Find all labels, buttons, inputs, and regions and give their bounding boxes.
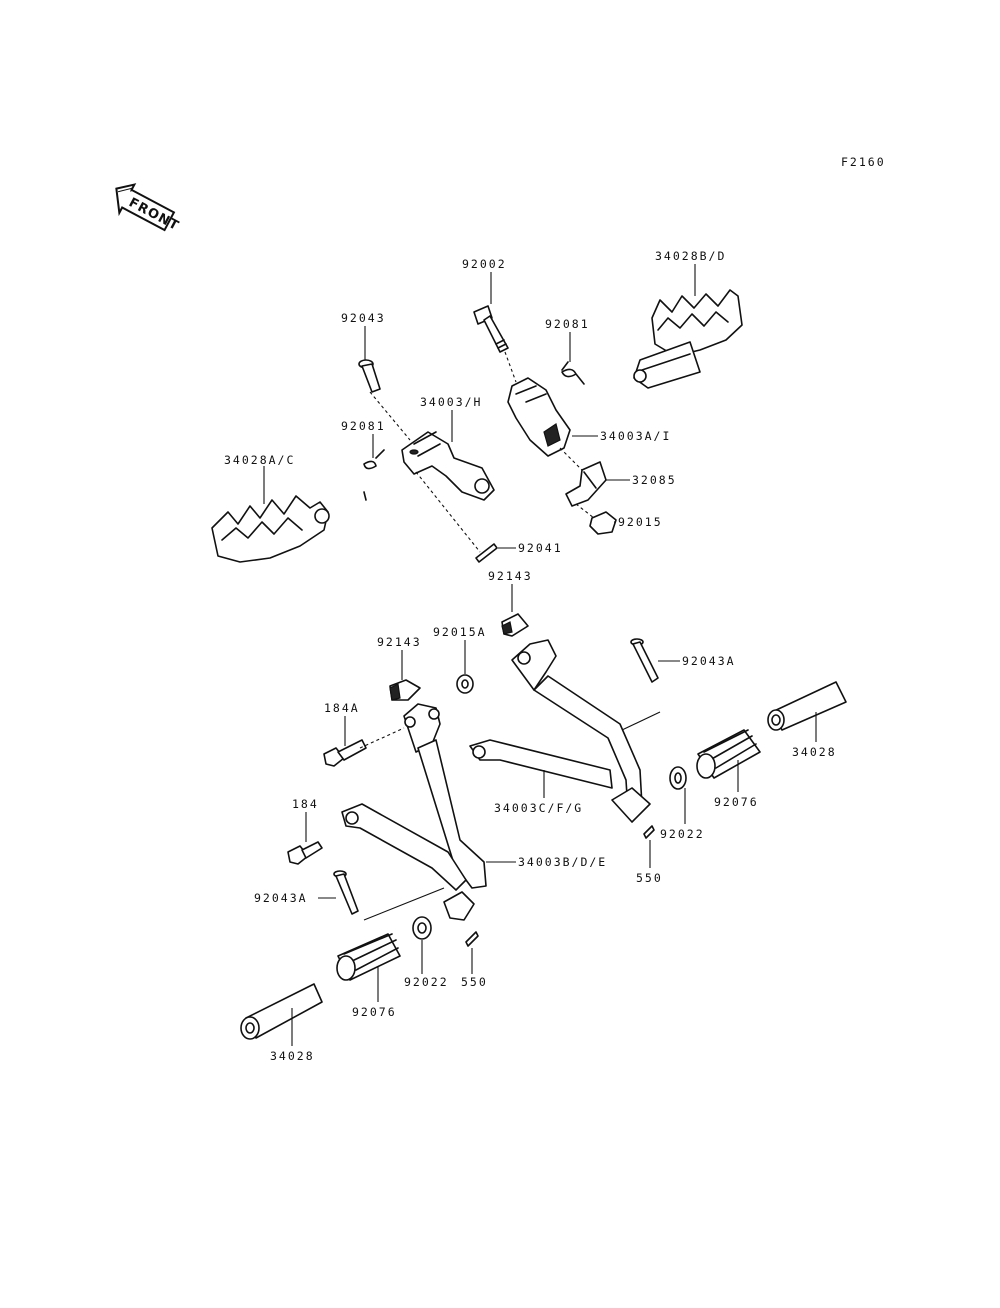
label-34028bd: 34028B/D xyxy=(655,249,726,263)
label-92002: 92002 xyxy=(462,257,507,271)
figure-code: F2160 xyxy=(841,155,886,169)
label-92043: 92043 xyxy=(341,311,386,325)
rubber-92076-left-shape xyxy=(336,933,401,981)
bolt-184-shape xyxy=(287,841,323,865)
clip-92143-left-shape xyxy=(389,679,421,701)
label-34028ac: 34028A/C xyxy=(224,453,295,467)
frame-34003bde-shape xyxy=(341,703,487,921)
pin-92043-shape xyxy=(358,359,381,393)
label-184: 184 xyxy=(292,797,319,811)
label-92041: 92041 xyxy=(518,541,563,555)
label-92081-top: 92081 xyxy=(545,317,590,331)
bracket-34003ai-shape xyxy=(507,377,571,457)
footpeg-34028ac-shape xyxy=(211,495,330,563)
washer-92022-right-shape xyxy=(669,766,687,790)
pin-92043a-left-shape xyxy=(333,870,359,915)
label-92015: 92015 xyxy=(618,515,663,529)
label-34028-right: 34028 xyxy=(792,745,837,759)
clip-92143-top-shape xyxy=(501,613,529,637)
label-34028-left: 34028 xyxy=(270,1049,315,1063)
label-550-right: 550 xyxy=(636,871,663,885)
cotter-pin-92041-shape xyxy=(475,543,498,563)
bracket-32085-shape xyxy=(565,461,607,507)
label-34003cfg: 34003C/F/G xyxy=(494,801,583,815)
cotter-550-left-shape xyxy=(465,931,479,947)
rubber-92076-right-shape xyxy=(696,729,761,779)
label-92143-top: 92143 xyxy=(488,569,533,583)
label-92081-left: 92081 xyxy=(341,419,386,433)
label-184a: 184A xyxy=(324,701,360,715)
cotter-550-right-shape xyxy=(643,825,655,839)
pin-34028-left-shape xyxy=(240,983,323,1040)
label-550-left: 550 xyxy=(461,975,488,989)
label-34003bde: 34003B/D/E xyxy=(518,855,607,869)
label-92022-left: 92022 xyxy=(404,975,449,989)
label-34003h: 34003/H xyxy=(420,395,482,409)
label-34003ai: 34003A/I xyxy=(600,429,671,443)
leader-lines xyxy=(263,264,817,1046)
label-92076-left: 92076 xyxy=(352,1005,397,1019)
nut-92015-shape xyxy=(589,511,617,535)
bolt-92002-shape xyxy=(473,305,509,353)
washer-92022-left-shape xyxy=(412,916,432,940)
label-92015a: 92015A xyxy=(433,625,487,639)
nut-92015a-shape xyxy=(456,674,474,694)
front-arrow-icon: FRONT xyxy=(115,183,181,234)
bolt-184a-shape xyxy=(323,739,367,767)
label-92043a-left: 92043A xyxy=(254,891,308,905)
spring-92081-top-shape xyxy=(561,361,585,385)
label-32085: 32085 xyxy=(632,473,677,487)
pin-92043a-right-shape xyxy=(630,638,659,683)
footpeg-34028bd-shape xyxy=(633,289,743,389)
label-92022-right: 92022 xyxy=(660,827,705,841)
label-92043a-right: 92043A xyxy=(682,654,736,668)
frame-34003cfg-shape xyxy=(469,639,651,823)
bracket-34003h-shape xyxy=(401,431,495,501)
label-92076-right: 92076 xyxy=(714,795,759,809)
spring-92081-left-shape xyxy=(363,449,385,501)
pin-34028-right-shape xyxy=(767,681,847,731)
label-92143-left: 92143 xyxy=(377,635,422,649)
